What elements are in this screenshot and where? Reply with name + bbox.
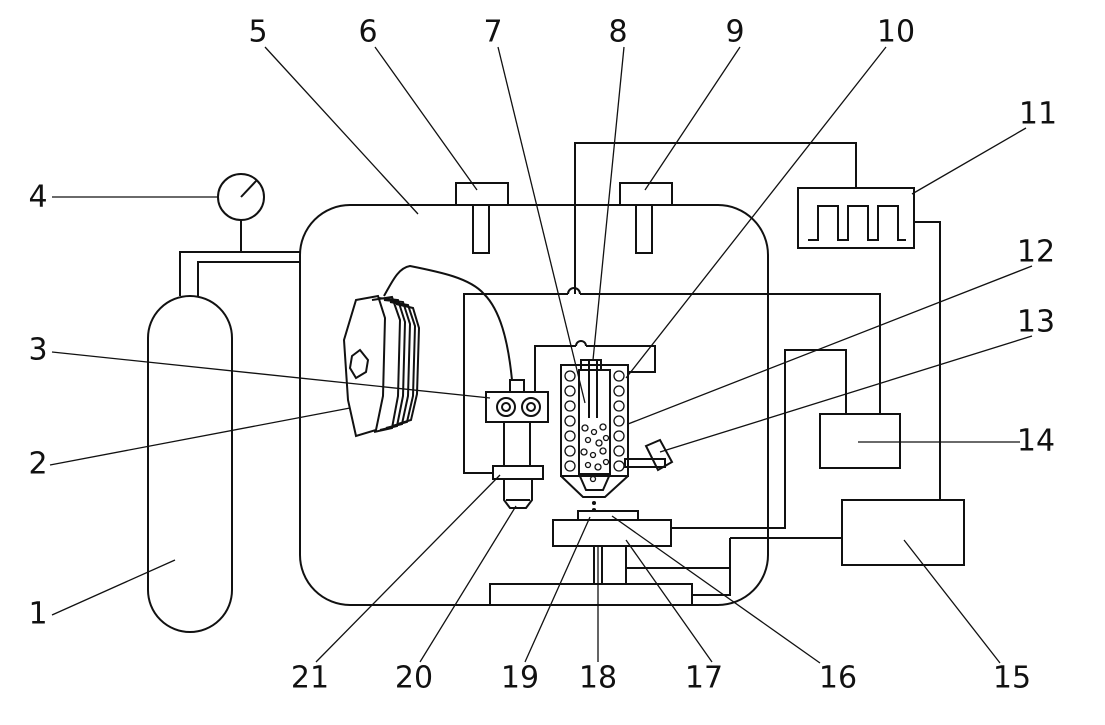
wire-spool	[342, 294, 421, 438]
melt-particles	[580, 423, 610, 483]
label-9: 9	[725, 15, 744, 50]
label-5: 5	[248, 15, 267, 50]
leader-lines	[49, 46, 1033, 664]
wiring	[574, 142, 941, 596]
label-16: 16	[819, 661, 857, 696]
label-12: 12	[1017, 235, 1055, 270]
control-box	[819, 413, 901, 469]
label-7: 7	[483, 15, 502, 50]
label-17: 17	[685, 661, 723, 696]
label-14: 14	[1017, 424, 1055, 459]
chamber-port-left	[455, 182, 509, 254]
label-19: 19	[501, 661, 539, 696]
droplets	[591, 500, 597, 513]
label-1: 1	[28, 597, 47, 632]
label-6: 6	[358, 15, 377, 50]
label-8: 8	[608, 15, 627, 50]
label-15: 15	[993, 661, 1031, 696]
label-11: 11	[1019, 97, 1057, 132]
chamber-port-right	[619, 182, 673, 254]
heating-crucible	[560, 359, 629, 498]
nozzle-holder	[492, 465, 544, 480]
wire-feeder	[485, 379, 549, 466]
pressure-gauge	[217, 173, 265, 221]
label-13: 13	[1017, 305, 1055, 340]
label-3: 3	[28, 333, 47, 368]
substrate-platform	[489, 510, 730, 606]
callout-labels: 1 2 3 4 5 6 7 8 9 10 11 12 13 14 15 16 1…	[28, 15, 1057, 696]
power-supply	[841, 499, 965, 566]
pulse-generator	[797, 187, 915, 249]
wire-nozzle	[503, 479, 533, 509]
support-frame	[463, 287, 881, 474]
label-20: 20	[395, 661, 433, 696]
induction-coil	[564, 370, 625, 472]
feed-wire	[383, 264, 513, 381]
pressure-rod	[588, 360, 598, 418]
temperature-sensor	[624, 438, 674, 472]
gas-cylinder	[147, 295, 233, 633]
label-21: 21	[291, 661, 329, 696]
label-10: 10	[877, 15, 915, 50]
label-18: 18	[579, 661, 617, 696]
label-4: 4	[28, 180, 47, 215]
label-2: 2	[28, 447, 47, 482]
gas-pipe	[179, 219, 300, 296]
